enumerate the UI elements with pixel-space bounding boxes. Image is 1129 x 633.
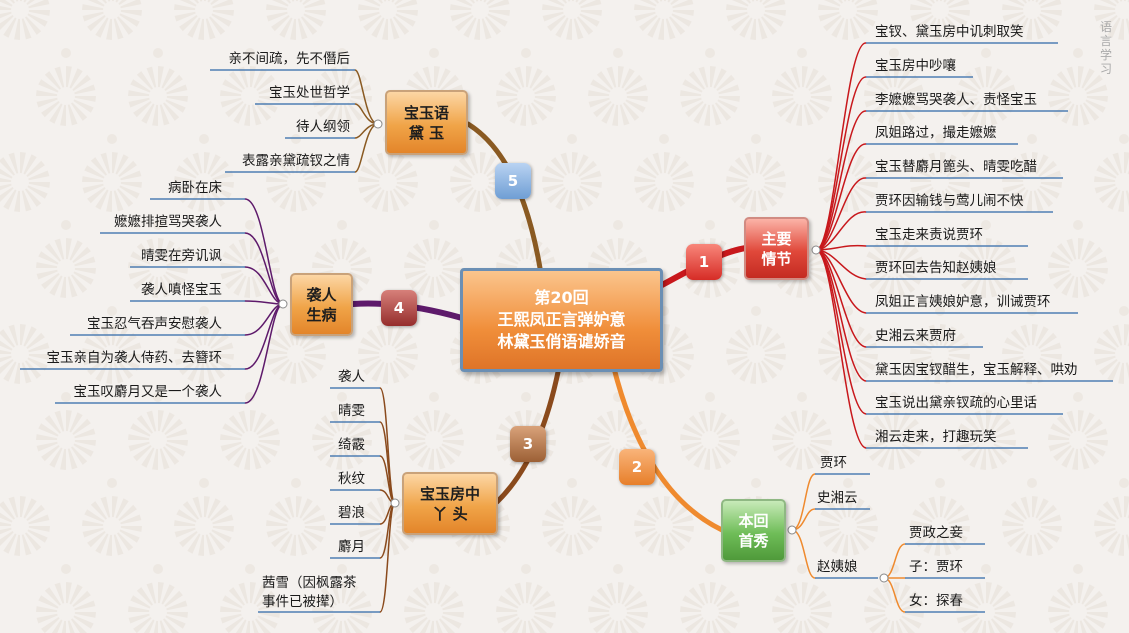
badge-3: 3 — [510, 426, 546, 462]
maid-connector — [379, 502, 396, 613]
topic-xiren-ill[interactable]: 袭人 生病 — [290, 273, 353, 336]
maid-item: 麝月 — [338, 539, 365, 555]
badge-1: 1 — [686, 244, 722, 280]
plot-connector — [815, 42, 867, 251]
debut-item-zhaoyiniang: 赵姨娘 — [817, 559, 858, 575]
topic-debut-line2: 首秀 — [738, 531, 769, 550]
plot-item: 宝玉替麝月篦头、晴雯吃醋 — [875, 159, 1037, 175]
words-item: 亲不间疏，先不僭后 — [228, 51, 351, 67]
topic-maids-line1: 宝玉房中 — [419, 484, 480, 503]
connector-knob — [278, 299, 288, 309]
watermark-text: 语言学习 — [1099, 20, 1112, 76]
plot-connector — [815, 249, 867, 415]
plot-connector — [815, 143, 867, 251]
xiren-item: 袭人嗔怪宝玉 — [141, 282, 222, 298]
plot-item: 史湘云来贾府 — [875, 328, 956, 344]
topic-baoyu-words-daiyu[interactable]: 宝玉语 黛 玉 — [385, 90, 468, 155]
maid-item: 绮霰 — [338, 437, 365, 453]
plot-item: 贾环回去告知赵姨娘 — [875, 260, 997, 276]
debut-item-jiahuan: 贾环 — [820, 455, 847, 471]
connector-knob — [879, 573, 889, 583]
badge-4: 4 — [381, 290, 417, 326]
zhao-connector — [883, 543, 906, 579]
badge-2: 2 — [619, 449, 655, 485]
xiren-item: 宝玉叹麝月又是一个袭人 — [73, 384, 223, 400]
connector-knob — [811, 245, 821, 255]
maid-connector — [379, 387, 396, 504]
topic-main-plot-line1: 主要 — [761, 229, 792, 248]
plot-item: 湘云走来，打趣玩笑 — [875, 429, 997, 445]
maid-item: 秋纹 — [338, 471, 365, 487]
topic-main-plot[interactable]: 主要 情节 — [744, 217, 809, 280]
plot-connector — [815, 110, 867, 251]
words-item: 表露亲黛疏钗之情 — [242, 153, 350, 169]
words-item: 宝玉处世哲学 — [269, 85, 350, 101]
central-title-line2: 林黛玉俏语谑娇音 — [497, 332, 626, 351]
topic-maids-line2: 丫 头 — [432, 504, 468, 523]
plot-connector — [815, 76, 867, 251]
xiren-item: 病卧在床 — [168, 180, 222, 196]
plot-item: 宝玉说出黛亲钗疏的心里话 — [875, 395, 1037, 411]
connector-knob — [373, 119, 383, 129]
zhao-detail-item: 贾政之妾 — [909, 525, 963, 541]
plot-connector — [815, 177, 867, 251]
plot-connector — [815, 249, 867, 449]
plot-connector — [815, 249, 867, 382]
xiren-connector — [244, 232, 284, 305]
topic-words-line2: 黛 玉 — [408, 123, 445, 142]
zhao-detail-item: 子：贾环 — [909, 559, 963, 575]
topic-main-plot-line2: 情节 — [761, 249, 792, 268]
plot-item: 凤姐正言姨娘妒意，训诫贾环 — [875, 294, 1051, 310]
xiren-connector — [244, 303, 284, 370]
plot-item: 凤姐路过，撮走嬷嬷 — [875, 125, 997, 141]
topic-debut-characters[interactable]: 本回 首秀 — [721, 499, 786, 562]
connector-knob — [787, 525, 797, 535]
plot-item: 黛玉因宝钗醋生，宝玉解释、哄劝 — [875, 362, 1078, 378]
central-title-chapter: 第20回 — [534, 288, 589, 307]
xiren-connector — [244, 303, 284, 404]
xiren-item: 嬷嬷排揎骂哭袭人 — [114, 214, 222, 230]
xiren-item: 晴雯在旁讥讽 — [141, 248, 222, 264]
maid-item-qianxue-line1: 茜雪（因枫露茶 — [262, 575, 357, 591]
xiren-connector — [244, 198, 284, 305]
topic-baoyu-maids[interactable]: 宝玉房中 丫 头 — [402, 472, 498, 535]
words-item: 待人纲领 — [296, 119, 350, 135]
plot-item: 贾环因输钱与莺儿闹不快 — [875, 193, 1024, 209]
maid-item: 碧浪 — [338, 505, 365, 521]
xiren-item: 宝玉亲自为袭人侍药、去簪环 — [46, 350, 223, 366]
zhao-detail-item: 女：探春 — [909, 593, 963, 609]
topic-debut-line1: 本回 — [738, 511, 769, 530]
central-title-line1: 王熙凤正言弹妒意 — [497, 310, 626, 329]
badge-5: 5 — [495, 163, 531, 199]
plot-item: 宝玉房中吵嚷 — [875, 58, 956, 74]
debut-item-shixiangyun: 史湘云 — [817, 490, 858, 506]
connector-knob — [390, 498, 400, 508]
central-topic[interactable]: 第20回 王熙凤正言弹妒意 林黛玉俏语谑娇音 — [460, 268, 663, 372]
topic-xiren-line2: 生病 — [306, 305, 337, 324]
xiren-item: 宝玉忍气吞声安慰袭人 — [87, 316, 222, 332]
plot-item: 李嬷嬷骂哭袭人、责怪宝玉 — [875, 92, 1037, 108]
debut-connector — [791, 529, 816, 579]
plot-item: 宝玉走来责说贾环 — [875, 227, 983, 243]
zhao-connector — [883, 577, 906, 613]
plot-connector — [815, 211, 867, 251]
topic-words-line1: 宝玉语 — [403, 103, 449, 122]
topic-xiren-line1: 袭人 — [306, 285, 337, 304]
maid-item: 晴雯 — [338, 403, 365, 419]
plot-item: 宝钗、黛玉房中讥刺取笑 — [875, 24, 1024, 40]
words-connector — [354, 123, 379, 173]
maid-item: 袭人 — [338, 369, 365, 385]
maid-item-qianxue-line2: 事件已被撵） — [262, 594, 343, 610]
debut-connector — [791, 508, 816, 531]
